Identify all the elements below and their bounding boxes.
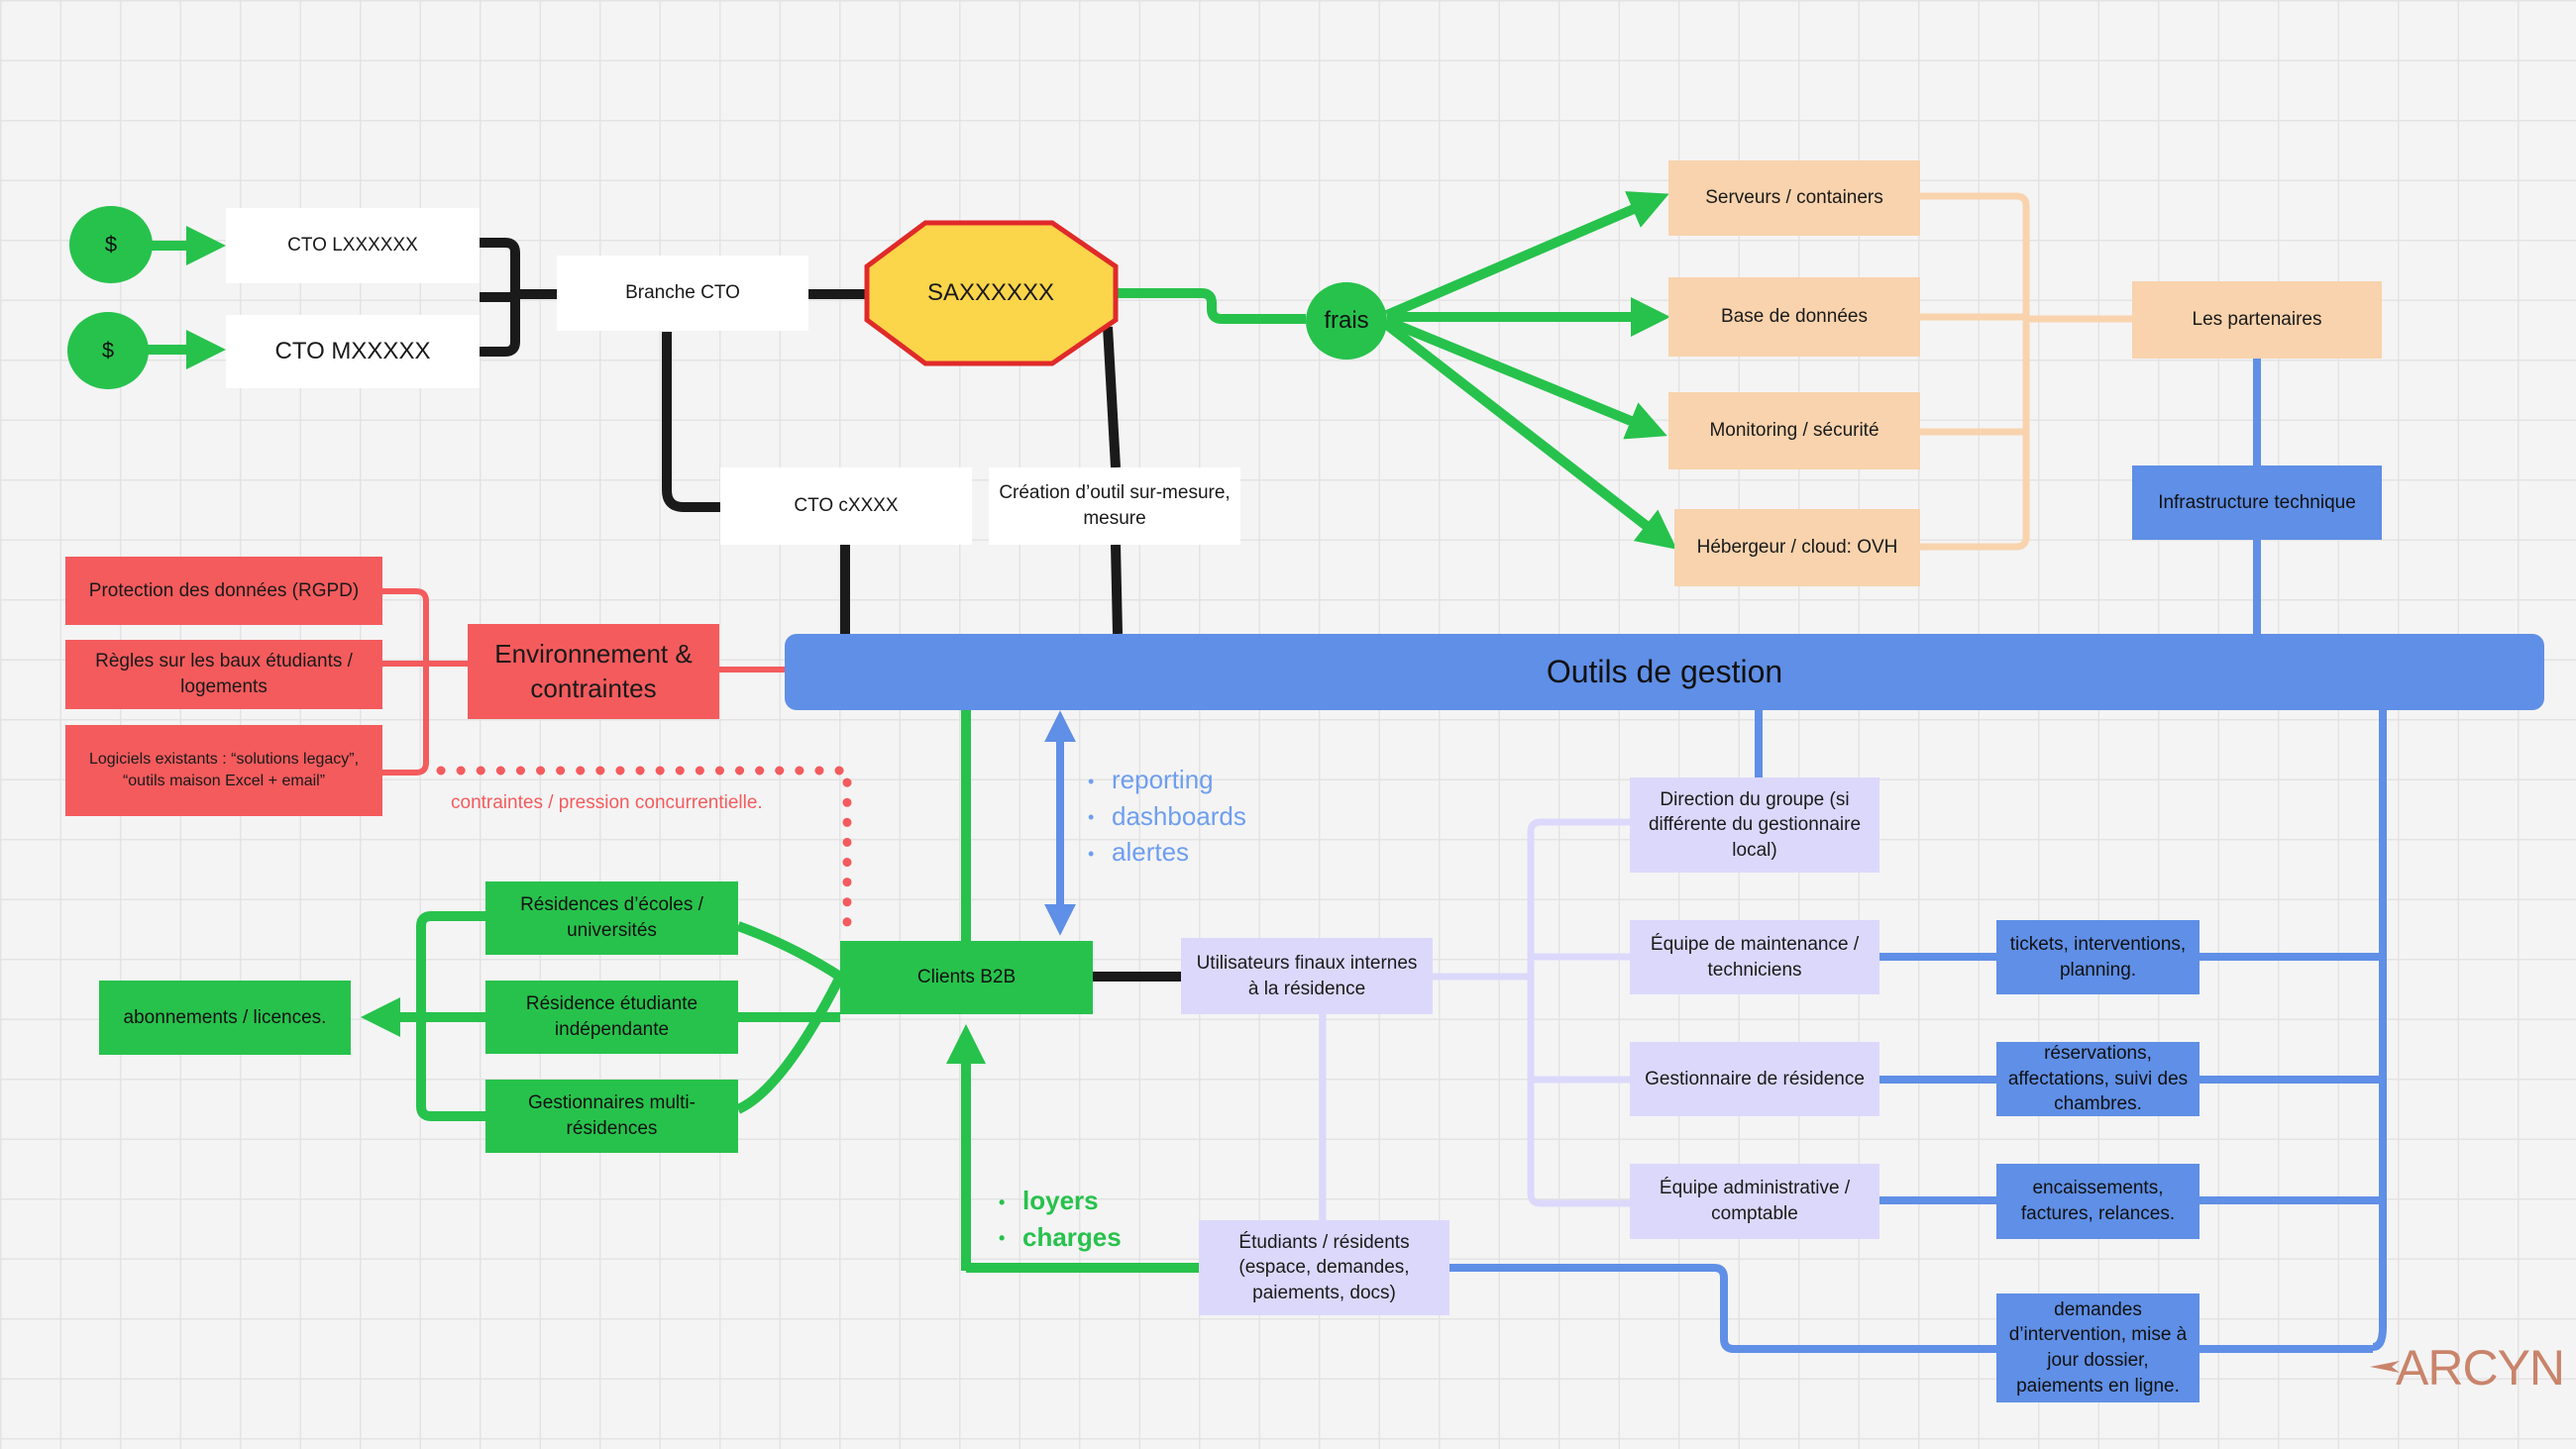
clients-b2b-node[interactable]: Clients B2B xyxy=(840,941,1093,1014)
outils-flow-list: reporting dashboards alertes xyxy=(1088,763,1246,872)
green-connectors xyxy=(147,191,1677,1273)
etudiants-node[interactable]: Étudiants / résidents (espace, demandes,… xyxy=(1199,1220,1449,1315)
cto-c-node[interactable]: CTO cXXXX xyxy=(720,467,972,545)
frais-bracket-line xyxy=(1920,192,2030,551)
flow-item: alertes xyxy=(1088,835,1246,872)
blue-connectors xyxy=(1044,359,2387,1353)
frais-to-hebergeur-arrow xyxy=(1383,321,1677,550)
peach-connectors xyxy=(1920,192,2132,551)
outils-gestion-bar[interactable]: Outils de gestion xyxy=(785,634,2544,710)
abonnements-node[interactable]: abonnements / licences. xyxy=(99,981,351,1055)
gestionnaire-residence-node[interactable]: Gestionnaire de résidence xyxy=(1630,1042,1879,1116)
demandes-intervention-node[interactable]: demandes d’intervention, mise à jour dos… xyxy=(1996,1294,2200,1402)
partenaires-node[interactable]: Les partenaires xyxy=(2132,281,2382,359)
flow-item: loyers xyxy=(999,1184,1122,1220)
serveurs-node[interactable]: Serveurs / containers xyxy=(1668,160,1920,236)
env-bracket-line xyxy=(382,588,429,776)
etudiants-flow-list: loyers charges xyxy=(999,1184,1122,1256)
monitoring-node[interactable]: Monitoring / sécurité xyxy=(1668,392,1920,469)
environnement-node[interactable]: Environnement & contraintes xyxy=(468,624,719,719)
logiciels-existants-node[interactable]: Logiciels existants : “solutions legacy”… xyxy=(65,725,382,816)
arcyn-logo: ARCYN xyxy=(2396,1340,2565,1396)
cto-m-node[interactable]: CTO MXXXXX xyxy=(226,315,480,388)
red-connectors xyxy=(382,588,852,946)
sax-to-frais-line xyxy=(1116,288,1306,324)
lavender-connectors xyxy=(1319,818,1630,1220)
hebergeur-node[interactable]: Hébergeur / cloud: OVH xyxy=(1674,509,1920,586)
flow-item: dashboards xyxy=(1088,799,1246,836)
creation-to-outils-line xyxy=(1111,544,1123,635)
dark-connectors xyxy=(480,238,1181,982)
infrastructure-node[interactable]: Infrastructure technique xyxy=(2132,466,2382,540)
flow-item: charges xyxy=(999,1220,1122,1257)
users-bracket-line xyxy=(1527,818,1630,1207)
etudiants-to-demandes-line xyxy=(1449,1264,1996,1353)
utilisateurs-finaux-node[interactable]: Utilisateurs finaux internes à la réside… xyxy=(1181,938,1433,1014)
branche-cto-node[interactable]: Branche CTO xyxy=(557,256,808,331)
gestionnaires-multi-node[interactable]: Gestionnaires multi-résidences xyxy=(485,1080,738,1153)
encaissements-node[interactable]: encaissements, factures, relances. xyxy=(1996,1164,2200,1239)
frais-to-monitoring-arrow xyxy=(1385,316,1667,440)
saxxx-octagon[interactable] xyxy=(864,220,1119,366)
branche-to-ctoc-line xyxy=(662,332,720,512)
saxxx-label: SAXXXXXX xyxy=(926,278,1055,306)
cto-l-node[interactable]: CTO LXXXXXX xyxy=(226,208,480,283)
creation-outil-node[interactable]: Création d’outil sur-mesure, mesure xyxy=(989,467,1240,545)
dollar-top-node[interactable]: $ xyxy=(69,206,153,283)
frais-node[interactable]: frais xyxy=(1306,282,1387,360)
base-donnees-node[interactable]: Base de données xyxy=(1668,277,1920,357)
protection-donnees-node[interactable]: Protection des données (RGPD) xyxy=(65,557,382,625)
sax-to-creation-line xyxy=(1103,326,1121,468)
dollar-bottom-node[interactable]: $ xyxy=(67,312,149,389)
residences-ecoles-node[interactable]: Résidences d’écoles / universités xyxy=(485,881,738,955)
arcyn-logo-arrow-icon xyxy=(2370,1361,2400,1373)
reservations-node[interactable]: réservations, affectations, suivi des ch… xyxy=(1996,1042,2200,1116)
outils-right-vertical-line xyxy=(2372,710,2387,1351)
regles-baux-node[interactable]: Règles sur les baux étudiants / logement… xyxy=(65,640,382,709)
flow-item: reporting xyxy=(1088,763,1246,799)
frais-to-serveurs-arrow xyxy=(1385,191,1669,320)
residence-independante-node[interactable]: Résidence étudiante indépendante xyxy=(485,981,738,1054)
equipe-admin-node[interactable]: Équipe administrative / comptable xyxy=(1630,1164,1879,1239)
contraintes-note: contraintes / pression concurrentielle. xyxy=(451,792,763,813)
concurrence-dotted-line xyxy=(436,766,852,946)
tickets-node[interactable]: tickets, interventions, planning. xyxy=(1996,920,2200,994)
equipe-maintenance-node[interactable]: Équipe de maintenance / techniciens xyxy=(1630,920,1879,994)
direction-groupe-node[interactable]: Direction du groupe (si différente du ge… xyxy=(1630,777,1879,873)
